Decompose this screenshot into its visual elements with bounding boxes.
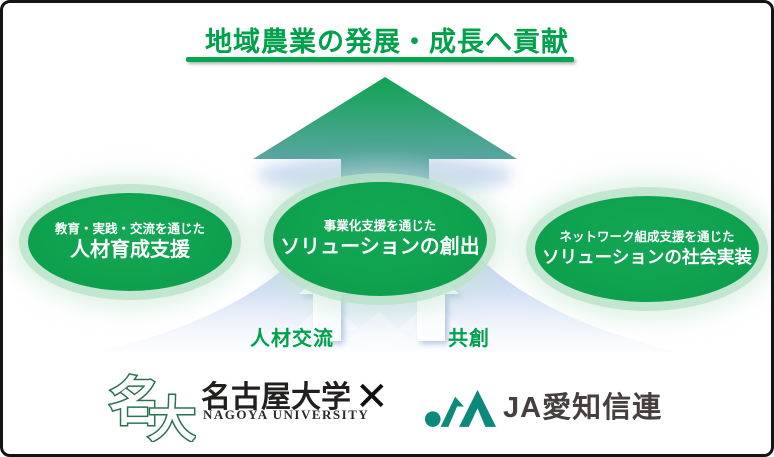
university-name: 名古屋大学 xyxy=(201,381,351,414)
ghost-arrow-icon xyxy=(349,311,409,355)
pillar-human-resource-development: 教育・実践・交流を通じた 人材育成支援 xyxy=(28,193,232,291)
pillar-title: ソリューションの社会実装 xyxy=(542,246,752,267)
title-underline xyxy=(186,57,574,62)
pillar-subtitle: 事業化支援を通じた xyxy=(323,218,437,233)
ja-partner-name: JA愛知信連 xyxy=(503,392,663,424)
ja-mark-icon xyxy=(424,389,497,427)
flow-label-co-creation: 共創 xyxy=(448,328,490,350)
pillar-title: 人材育成支援 xyxy=(70,239,190,262)
big-growth-arrow-icon xyxy=(253,77,517,231)
cross-icon: ✕ xyxy=(355,375,389,419)
pillar-subtitle: 教育・実践・交流を通じた xyxy=(54,221,205,236)
pillar-subtitle: ネットワーク組成支援を通じた xyxy=(559,230,735,244)
nagoya-university-emblem-icon: 名 大 xyxy=(108,373,196,443)
emblem-glyph: 名 xyxy=(109,374,161,432)
page-title: 地域農業の発展・成長へ貢献 xyxy=(205,27,569,57)
flow-label-personnel-exchange: 人材交流 xyxy=(250,328,334,350)
pillar-solution-social-implementation: ネットワーク組成支援を通じた ソリューションの社会実装 xyxy=(535,196,759,302)
university-name-en: NAGOYA UNIVERSITY xyxy=(203,407,370,422)
pillar-solution-creation: 事業化支援を通じた ソリューションの創出 xyxy=(273,182,487,296)
pillar-title: ソリューションの創出 xyxy=(280,236,480,259)
emblem-glyph: 大 xyxy=(148,394,196,442)
